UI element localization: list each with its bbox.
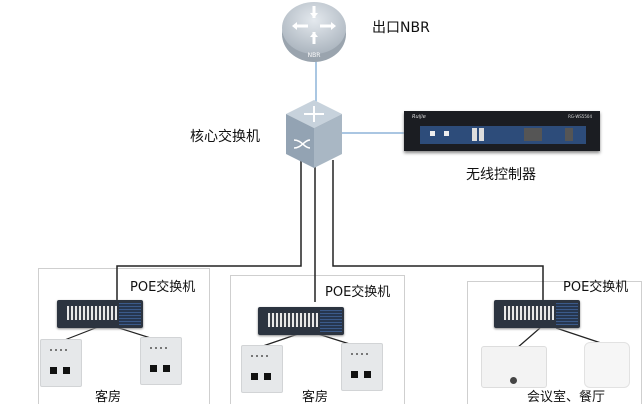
poe-switch-icon — [57, 300, 143, 328]
ceiling-ap-icon — [481, 346, 547, 388]
panel-ap-icon — [241, 345, 283, 393]
controller-brand-logo: Ruijie — [412, 114, 426, 120]
panel-ap-icon — [140, 337, 182, 385]
poe-switch-label: POE交换机 — [325, 285, 391, 300]
panel-ap-icon — [341, 343, 383, 391]
poe-switch-icon — [258, 307, 344, 335]
core-poe1-link — [116, 160, 302, 302]
area-label: 客房 — [95, 390, 122, 404]
poe-switch-icon — [494, 300, 580, 328]
ceiling-ap-icon — [584, 342, 630, 388]
panel-ap-icon — [40, 339, 82, 387]
controller-label: 无线控制器 — [466, 167, 536, 183]
wireless-controller-device: Ruijie RG-WS5504 — [404, 111, 600, 151]
poe-switch-label: POE交换机 — [130, 280, 196, 295]
router-icon: NBR — [282, 2, 346, 62]
controller-model: RG-WS5504 — [568, 114, 592, 119]
svg-text:NBR: NBR — [308, 52, 321, 59]
core-switch-icon — [286, 100, 342, 168]
core-switch-label: 核心交换机 — [190, 129, 260, 145]
controller-port-panel — [420, 126, 586, 144]
core-poe3-link — [332, 160, 544, 303]
area-label: 客房 — [302, 390, 329, 404]
router-label: 出口NBR — [372, 20, 430, 36]
poe-switch-label: POE交换机 — [563, 280, 629, 295]
area-label: 会议室、餐厅 — [527, 390, 606, 404]
